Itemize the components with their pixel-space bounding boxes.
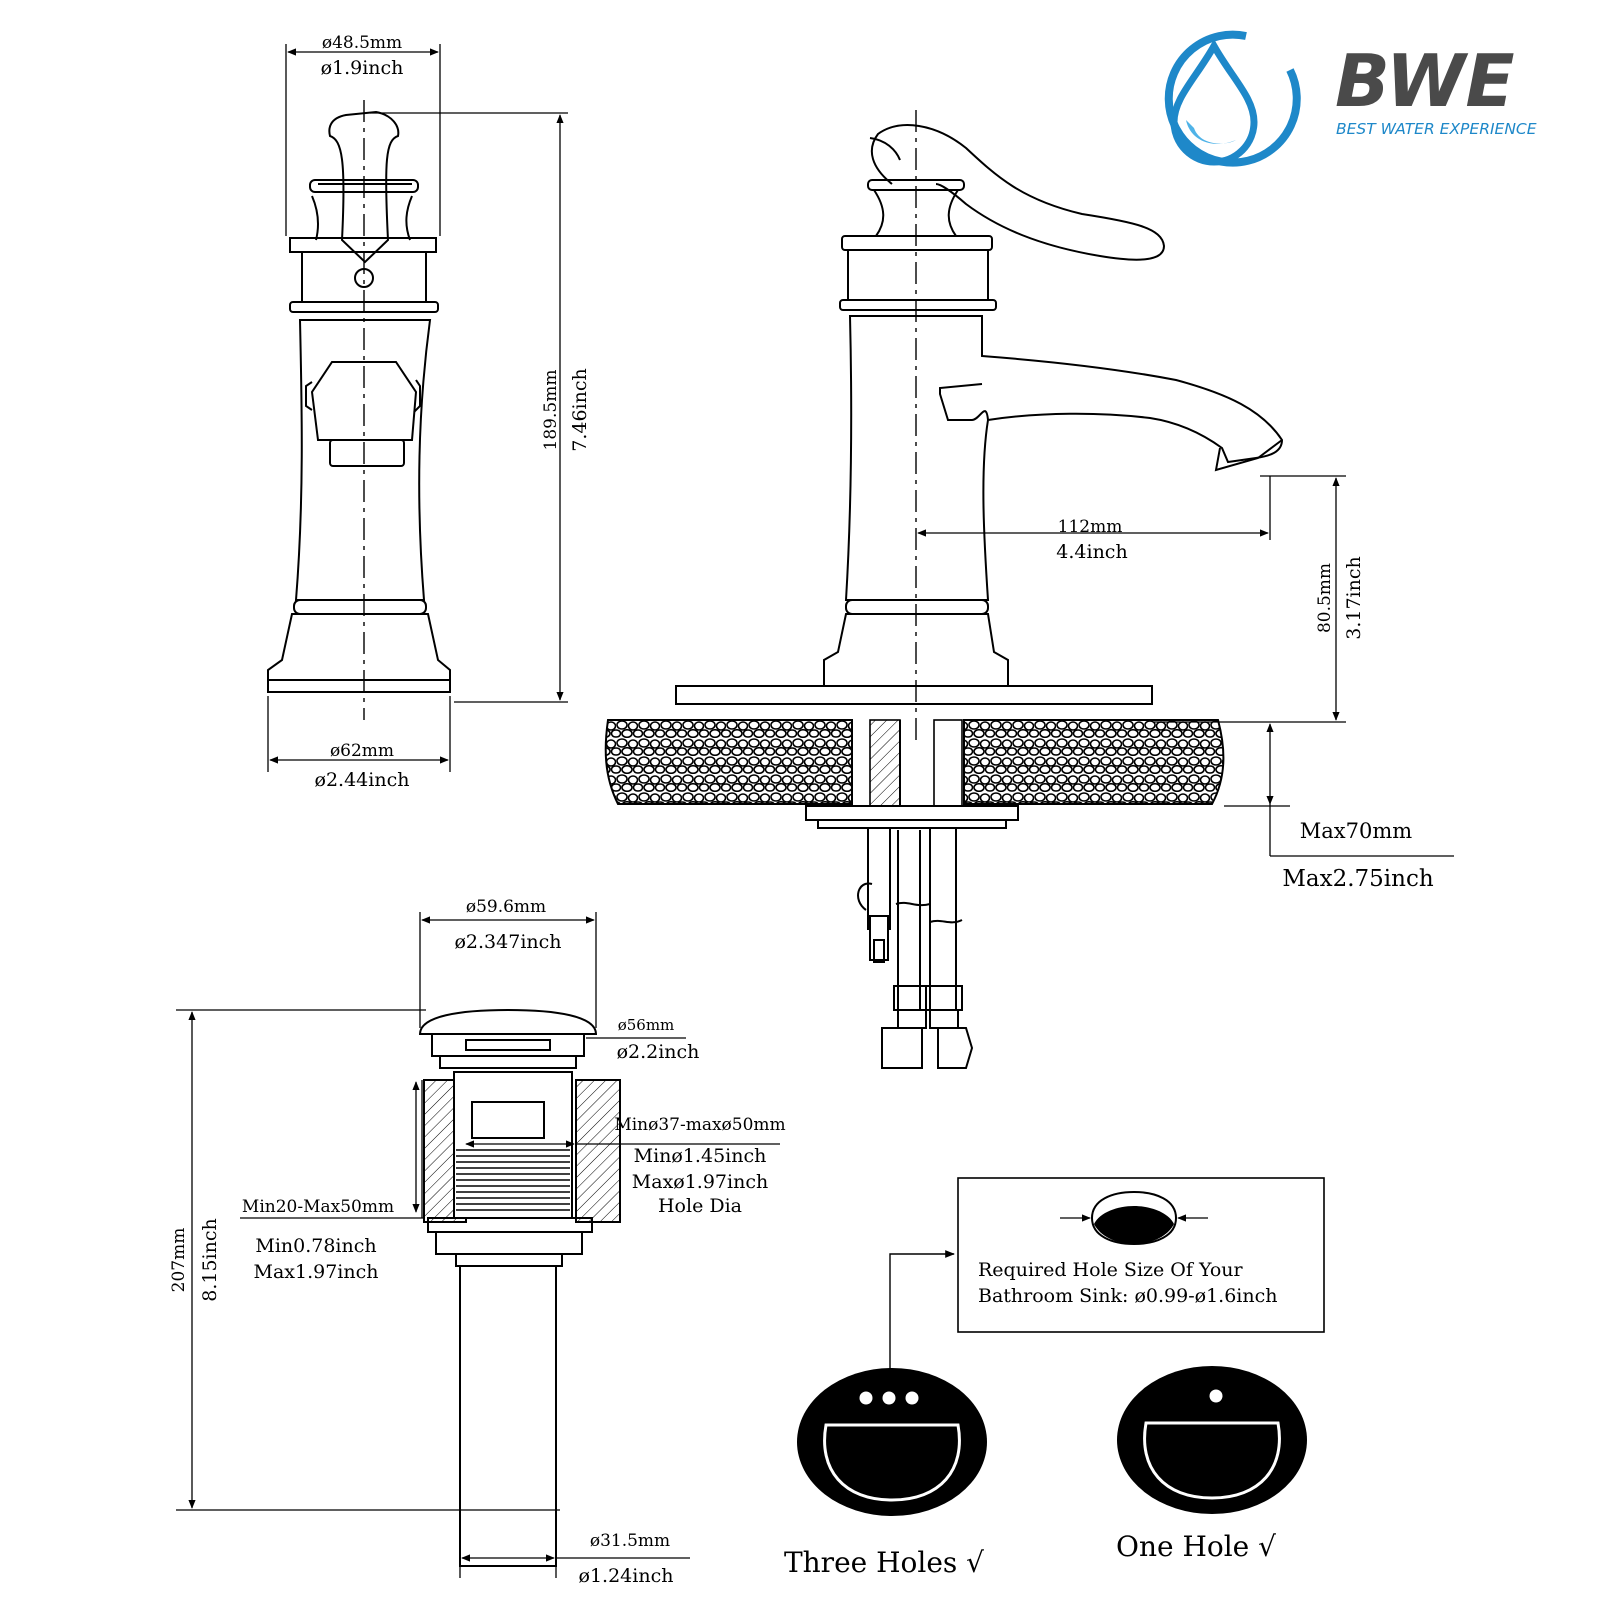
- side-reach-in: 4.4inch: [1056, 541, 1127, 563]
- front-base-diameter-in: ø2.44inch: [315, 769, 410, 791]
- hole-note-line2: Bathroom Sink: ø0.99-ø1.6inch: [978, 1285, 1277, 1307]
- brand-name: BWE: [1335, 39, 1515, 123]
- front-top-diameter-in: ø1.9inch: [321, 57, 404, 79]
- three-holes-label: Three Holes √: [784, 1546, 984, 1579]
- front-top-diameter-mm: ø48.5mm: [322, 33, 402, 53]
- drain-pipe-diameter-mm: ø31.5mm: [590, 1531, 670, 1551]
- side-dimension-lines: [917, 475, 1454, 857]
- hole-size-note-box: Required Hole Size Of Your Bathroom Sink…: [957, 1177, 1325, 1333]
- drain-total-height-mm: 207mm: [169, 1228, 189, 1293]
- countertop-section: [604, 719, 1225, 807]
- drain-hole-label: Hole Dia: [658, 1195, 742, 1217]
- front-dimension-lines: [267, 44, 568, 772]
- drain-hole-max-in: Maxø1.97inch: [632, 1171, 768, 1193]
- mounting-hardware: [805, 805, 1019, 1069]
- one-hole-sink-icon: [1117, 1366, 1307, 1514]
- deck-max-in: Max2.75inch: [1282, 866, 1433, 892]
- water-drop-icon: [1164, 30, 1301, 167]
- drain-dimension-lines: [176, 912, 780, 1578]
- drain-cap-diameter-in: ø2.347inch: [454, 931, 561, 953]
- drain-threads: [456, 1149, 570, 1211]
- front-height-mm: 189.5mm: [541, 370, 561, 451]
- brand-tagline: BEST WATER EXPERIENCE: [1336, 120, 1537, 138]
- three-hole-sink-icon: [797, 1368, 987, 1516]
- side-spout-height-in: 3.17inch: [1343, 556, 1365, 640]
- drain-flange-diameter-in: ø2.2inch: [617, 1041, 700, 1063]
- drain-hole-min-in: Minø1.45inch: [634, 1145, 767, 1167]
- drain-thickness-mm: Min20-Max50mm: [242, 1197, 394, 1217]
- pop-up-drain: [418, 1008, 621, 1567]
- brand-logo: BWE BEST WATER EXPERIENCE: [1164, 30, 1537, 167]
- side-spout-height-mm: 80.5mm: [1315, 563, 1335, 633]
- side-reach-mm: 112mm: [1058, 517, 1123, 537]
- deck-max-mm: Max70mm: [1300, 819, 1413, 843]
- hole-note-line1: Required Hole Size Of Your: [978, 1259, 1244, 1281]
- drain-thickness-min-in: Min0.78inch: [255, 1235, 376, 1257]
- faucet-side-view: [675, 124, 1284, 705]
- drain-thickness-max-in: Max1.97inch: [254, 1261, 379, 1283]
- drain-pipe-diameter-in: ø1.24inch: [579, 1565, 674, 1587]
- drain-hole-range-mm: Minø37-maxø50mm: [614, 1115, 785, 1135]
- drain-total-height-in: 8.15inch: [199, 1218, 221, 1302]
- one-hole-label: One Hole √: [1116, 1530, 1276, 1563]
- front-height-in: 7.46inch: [569, 368, 591, 452]
- drain-flange-diameter-mm: ø56mm: [618, 1016, 675, 1034]
- drain-cap-diameter-mm: ø59.6mm: [466, 897, 546, 917]
- faucet-front-view: [267, 110, 451, 693]
- note-leader-line: [889, 1250, 955, 1378]
- front-base-diameter-mm: ø62mm: [330, 741, 394, 761]
